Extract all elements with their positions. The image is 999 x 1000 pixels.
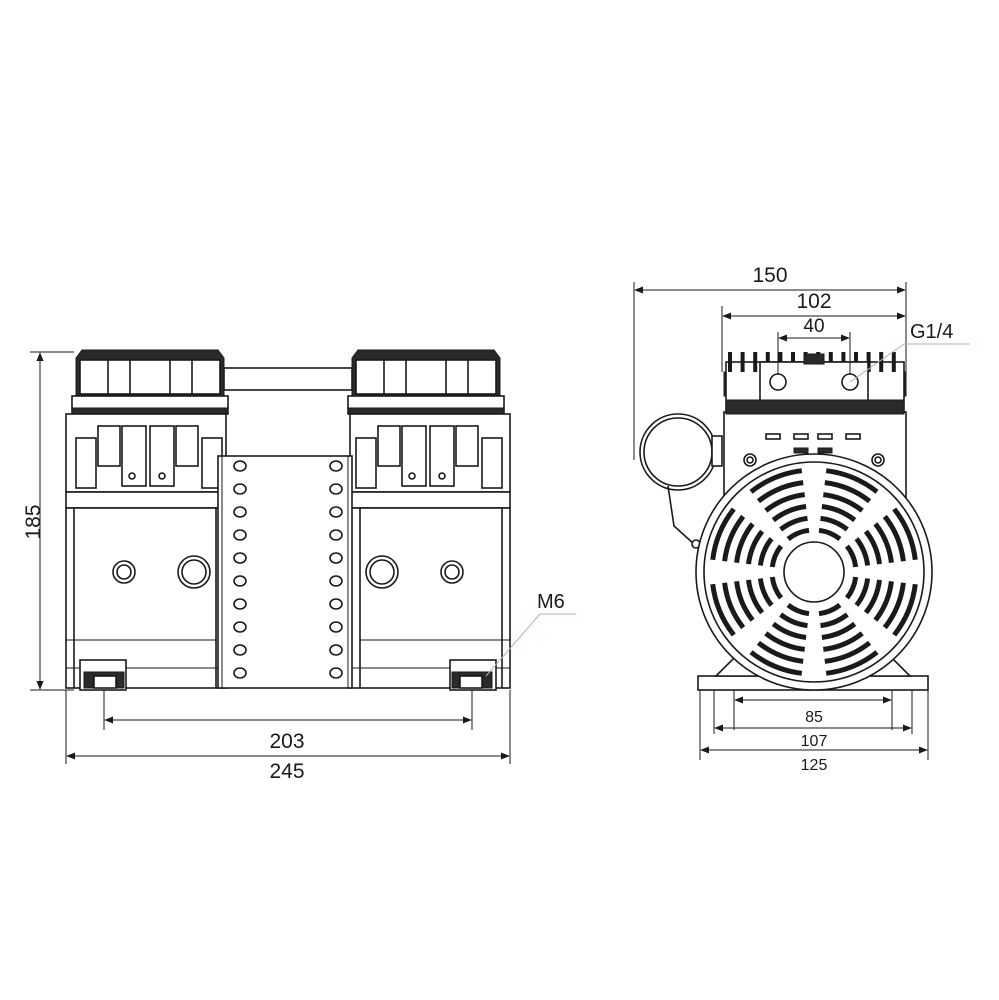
grille-slot (749, 650, 803, 676)
side-view-dimensions: 185 203 245 M6 (22, 351, 576, 783)
pressure-gauge (639, 413, 717, 491)
grille-slot (764, 492, 806, 513)
dim-150-label: 150 (752, 264, 787, 287)
top-connector (223, 367, 353, 391)
vent-hole (329, 506, 343, 518)
grille-slot (771, 621, 807, 640)
grille-slot (820, 612, 849, 629)
grille-slot (854, 578, 871, 607)
front-view (639, 352, 933, 691)
grille-slot (820, 515, 849, 532)
grille-slot (882, 582, 906, 630)
grille-slot (710, 507, 736, 561)
right-crankcase (349, 507, 511, 691)
vent-hole (329, 667, 343, 679)
grille-slot (818, 602, 842, 617)
grille-slot (757, 578, 774, 607)
dim-102-label: 102 (796, 290, 831, 313)
vent-hole (329, 575, 343, 587)
grille-slot (873, 522, 894, 564)
dim-245-label: 245 (269, 760, 304, 783)
grille-slot (822, 492, 864, 513)
grille-slot (764, 631, 806, 652)
grille-slot (769, 544, 784, 568)
dim-40-label: 40 (803, 316, 824, 337)
vent-hole (233, 644, 247, 656)
right-cylinder-body (349, 413, 511, 509)
grille-slot (821, 504, 857, 523)
grille-slot (734, 522, 755, 564)
grille-slot (822, 631, 864, 652)
grille-slot (746, 529, 765, 565)
grille-slot (734, 580, 755, 622)
grille-slot (844, 576, 859, 600)
grille-slot (821, 621, 857, 640)
grille-slot (771, 504, 807, 523)
fan-grille (710, 468, 918, 676)
grille-slot (756, 480, 804, 504)
vent-hole (233, 621, 247, 633)
grille-slot (824, 640, 872, 664)
m6-callout: M6 (537, 591, 565, 613)
vent-hole (233, 483, 247, 495)
grille-slot (769, 576, 784, 600)
grille-slot (824, 480, 872, 504)
grille-slot (749, 468, 803, 494)
grille-slot (863, 529, 882, 565)
vent-hole (329, 621, 343, 633)
m6-leader (485, 613, 541, 677)
grille-slot (854, 537, 871, 566)
grille-slot (825, 650, 879, 676)
grille-slot (818, 527, 842, 542)
vent-hole (233, 667, 247, 679)
vent-hole (329, 552, 343, 564)
grille-slot (786, 527, 810, 542)
side-view (65, 349, 511, 691)
grille-slot (844, 544, 859, 568)
left-cylinder-body (65, 413, 227, 509)
vent-hole (329, 483, 343, 495)
vent-hole (233, 529, 247, 541)
vent-hole (233, 575, 247, 587)
vent-hole (329, 598, 343, 610)
vent-hole (329, 529, 343, 541)
fan-hub (783, 541, 845, 603)
grille-slot (746, 579, 765, 615)
grille-slot (722, 514, 746, 562)
vent-hole (233, 460, 247, 472)
left-crankcase (65, 507, 227, 691)
vent-hole (329, 644, 343, 656)
g14-callout: G1/4 (910, 321, 953, 343)
vent-hole (233, 598, 247, 610)
grille-slot (786, 602, 810, 617)
front-view-dimensions: 150 102 40 G1/4 85 107 125 (633, 264, 970, 774)
vent-hole (233, 552, 247, 564)
dim-85-label: 85 (805, 709, 823, 726)
grille-slot (757, 537, 774, 566)
dim-185-label: 185 (22, 504, 45, 539)
g14-leader (849, 343, 905, 383)
dim-107-label: 107 (801, 733, 828, 750)
grille-slot (882, 514, 906, 562)
grille-slot (756, 640, 804, 664)
vent-holes (233, 460, 343, 679)
grille-slot (722, 582, 746, 630)
vent-hole (329, 460, 343, 472)
dim-203-label: 203 (269, 730, 304, 753)
grille-slot (825, 468, 879, 494)
left-cylinder-head (71, 349, 229, 415)
grille-slot (863, 579, 882, 615)
right-cylinder-head (347, 349, 505, 415)
grille-slot (710, 583, 736, 637)
grille-slot (873, 580, 894, 622)
vent-hole (233, 506, 247, 518)
grille-slot (779, 612, 808, 629)
grille-slot (892, 507, 918, 561)
grille-slot (892, 583, 918, 637)
grille-slot (779, 515, 808, 532)
dim-125-label: 125 (801, 757, 828, 774)
